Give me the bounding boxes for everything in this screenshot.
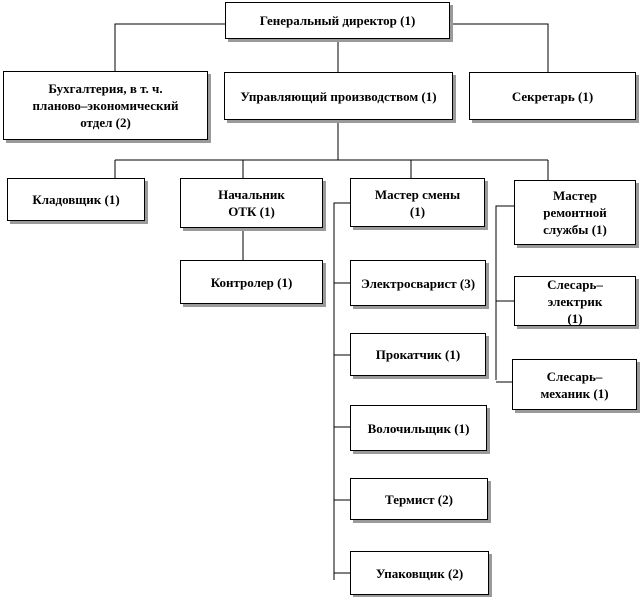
node-accounting: Бухгалтерия, в т. ч. планово–экономическ… (3, 71, 208, 140)
node-mechanic: Слесарь–механик (1) (512, 359, 637, 410)
node-drawer: Волочильщик (1) (350, 405, 487, 451)
node-secretary: Секретарь (1) (469, 72, 636, 120)
node-production: Управляющий производством (1) (224, 72, 453, 120)
node-controller: Контролер (1) (180, 260, 323, 304)
node-packer: Упаковщик (2) (350, 551, 489, 595)
node-thermist: Термист (2) (350, 478, 488, 520)
edge-ceo-secretary (450, 23, 549, 72)
node-electrician: Слесарь–электрик (1) (514, 276, 636, 326)
edge-shift-spine (333, 202, 350, 580)
node-welder: Электросварист (3) (350, 260, 486, 306)
edge-repair-spine (495, 205, 514, 380)
node-storekeeper: Кладовщик (1) (7, 178, 145, 221)
edge-ceo-accounting (114, 23, 225, 71)
node-otk: Начальник ОТК (1) (180, 178, 323, 228)
node-roller: Прокатчик (1) (350, 333, 486, 376)
node-shift: Мастер смены (1) (350, 178, 485, 227)
node-repair: Мастер ремонтной службы (1) (514, 180, 636, 245)
node-ceo: Генеральный директор (1) (225, 2, 450, 39)
